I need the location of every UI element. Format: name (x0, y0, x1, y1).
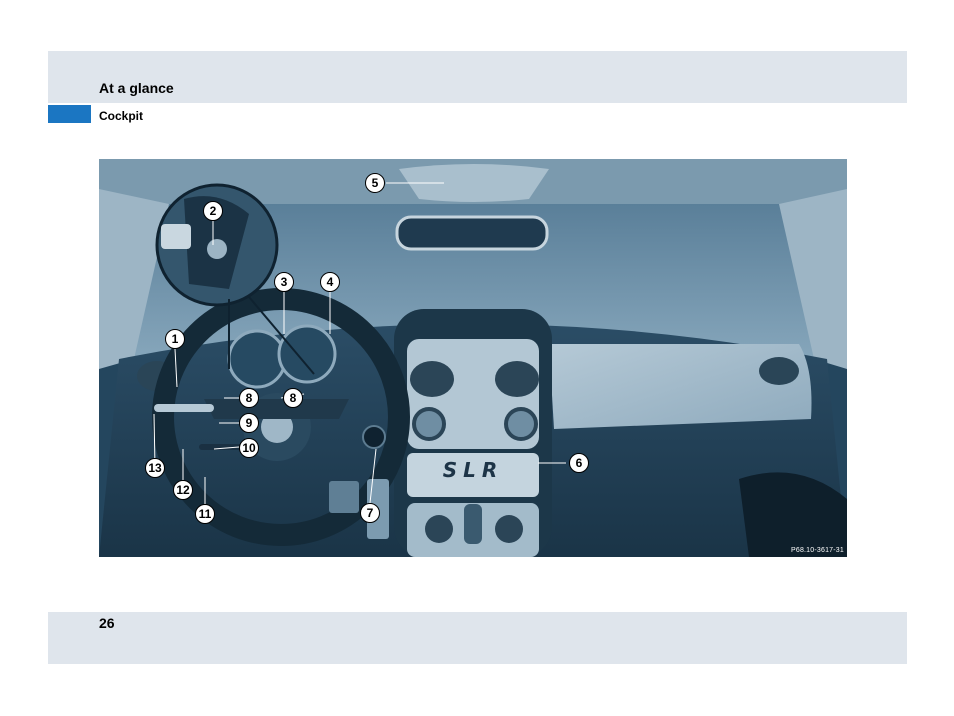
callout-9: 9 (239, 413, 259, 433)
callout-8-right: 8 (283, 388, 303, 408)
callout-6: 6 (569, 453, 589, 473)
section-tab-marker (48, 105, 91, 123)
callout-13: 13 (145, 458, 165, 478)
cockpit-illustration: SLR (99, 159, 847, 557)
cockpit-figure: SLR 5 2 3 4 1 8 8 9 10 6 13 12 7 11 P68.… (99, 159, 847, 557)
callout-1: 1 (165, 329, 185, 349)
callout-2: 2 (203, 201, 223, 221)
callout-5: 5 (365, 173, 385, 193)
section-title: At a glance (99, 80, 174, 96)
figure-reference-code: P68.10-3617-31 (790, 547, 844, 554)
callout-4: 4 (320, 272, 340, 292)
footer-band (48, 612, 907, 664)
subsection-title: Cockpit (99, 109, 144, 123)
callout-12: 12 (173, 480, 193, 500)
callout-3: 3 (274, 272, 294, 292)
page-number: 26 (99, 615, 115, 631)
slr-badge: SLR (443, 458, 504, 482)
callout-7: 7 (360, 503, 380, 523)
callout-11: 11 (195, 504, 215, 524)
callout-10: 10 (239, 438, 259, 458)
callout-8-left: 8 (239, 388, 259, 408)
header-band (48, 51, 907, 103)
